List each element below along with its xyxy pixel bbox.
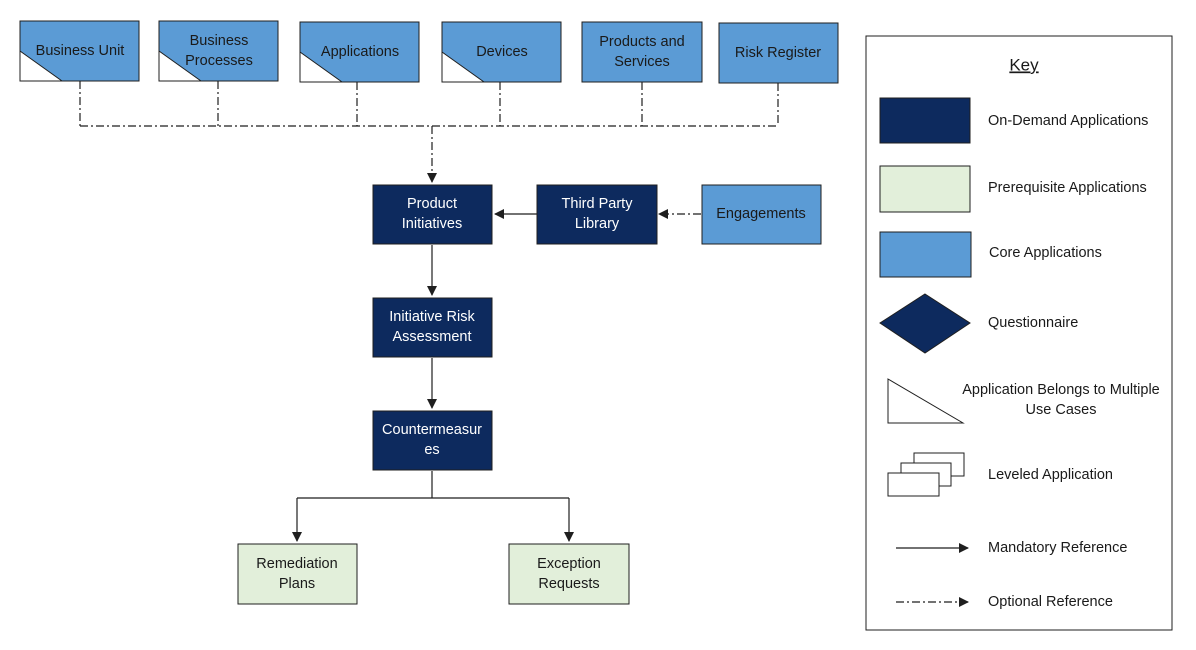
node-devices[interactable]: Devices xyxy=(441,21,562,83)
label-line: Product xyxy=(407,196,457,212)
node-label: Business Unit xyxy=(36,43,125,59)
label-line: Plans xyxy=(279,576,315,592)
node-label: Countermeasur es xyxy=(382,422,482,458)
node-risk-register[interactable]: Risk Register xyxy=(718,22,839,84)
legend-label-core: Core Applications xyxy=(989,245,1102,261)
label-line: Application Belongs to Multiple xyxy=(962,382,1159,398)
legend-swatch-core xyxy=(879,231,972,278)
label-line: Remediation xyxy=(256,556,337,572)
node-label: Applications xyxy=(321,44,399,60)
label-line: Products and xyxy=(599,34,684,50)
label-line: Devices xyxy=(476,44,528,60)
legend-swatch-questionnaire xyxy=(879,293,971,354)
label-line: Risk Register xyxy=(735,45,821,61)
label-line: Services xyxy=(614,54,670,70)
node-label: Engagements xyxy=(716,206,805,222)
label-line: Business xyxy=(190,33,249,49)
node-countermeasures[interactable]: Countermeasur es xyxy=(372,410,493,471)
legend-label-leveled: Leveled Application xyxy=(988,467,1113,483)
label-line: Processes xyxy=(185,53,253,69)
legend-label-questionnaire: Questionnaire xyxy=(988,315,1078,331)
node-label: Devices xyxy=(476,44,528,60)
legend: Key On-Demand Applications Prerequisite … xyxy=(865,35,1173,631)
legend-title: Key xyxy=(1009,55,1039,74)
label-line: Third Party xyxy=(562,196,634,212)
node-label: Risk Register xyxy=(735,45,821,61)
label-line: es xyxy=(424,442,439,458)
label-line: Applications xyxy=(321,44,399,60)
label-line: Business Unit xyxy=(36,43,125,59)
legend-swatch-prerequisite xyxy=(879,165,971,213)
legend-label-on-demand: On-Demand Applications xyxy=(988,113,1148,129)
legend-swatch-leveled xyxy=(887,452,965,497)
label-line: Exception xyxy=(537,556,601,572)
label-line: Initiatives xyxy=(402,216,462,232)
label-line: Use Cases xyxy=(1026,402,1097,418)
connectors xyxy=(79,81,779,542)
node-applications[interactable]: Applications xyxy=(299,21,420,83)
label-line: Assessment xyxy=(393,329,472,345)
node-business-unit[interactable]: Business Unit xyxy=(19,20,140,82)
legend-label-mandatory: Mandatory Reference xyxy=(988,540,1127,556)
label-line: Initiative Risk xyxy=(389,309,475,325)
legend-label-prerequisite: Prerequisite Applications xyxy=(988,180,1147,196)
label-line: Countermeasur xyxy=(382,422,482,438)
label-line: Requests xyxy=(538,576,599,592)
label-line: Engagements xyxy=(716,206,805,222)
legend-swatch-on-demand xyxy=(879,97,971,144)
legend-swatch-multiple-use-cases xyxy=(887,378,965,424)
label-line: Library xyxy=(575,216,620,232)
node-engagements[interactable]: Engagements xyxy=(701,184,822,245)
legend-label-optional: Optional Reference xyxy=(988,594,1113,610)
